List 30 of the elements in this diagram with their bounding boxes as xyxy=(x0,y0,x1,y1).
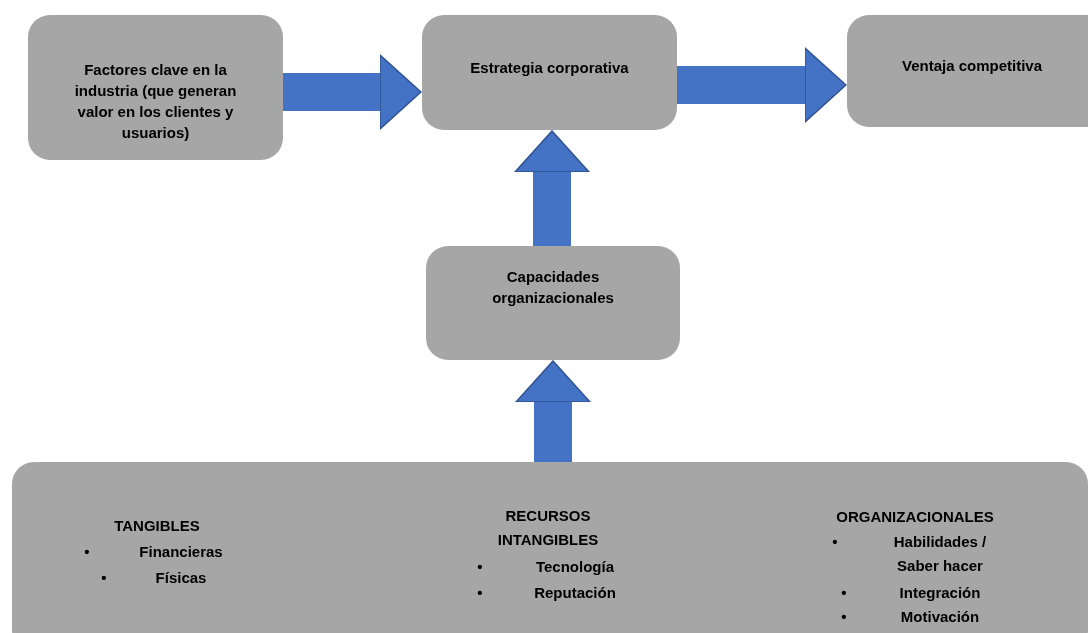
bullet-marker: • xyxy=(476,583,484,603)
process-box xyxy=(847,15,1088,127)
list-item: Tecnología xyxy=(534,557,616,577)
list-item: Integración xyxy=(898,583,982,603)
box-label: Capacidades organizacionales xyxy=(491,267,615,308)
category-heading: RECURSOS INTANGIBLES xyxy=(496,506,600,550)
block-arrow xyxy=(283,54,422,130)
bullet-marker: • xyxy=(840,583,848,603)
category-heading: TANGIBLES xyxy=(113,516,201,536)
category-heading: ORGANIZACIONALES xyxy=(835,507,995,527)
process-box xyxy=(422,15,677,130)
resources-panel xyxy=(12,462,1088,633)
list-item: Financieras xyxy=(138,542,224,562)
bullet-marker: • xyxy=(831,532,839,552)
box-label: Ventaja competitiva xyxy=(900,56,1044,76)
process-box xyxy=(426,246,680,360)
box-label: Factores clave en la industria (que generan valor en los clientes y usuarios) xyxy=(73,60,238,143)
list-item: Motivación xyxy=(899,607,981,627)
box-label: Estrategia corporativa xyxy=(469,58,630,78)
process-box xyxy=(28,15,283,160)
list-item: Habilidades / Saber hacer xyxy=(892,532,988,576)
bullet-marker: • xyxy=(840,607,848,627)
bullet-marker: • xyxy=(476,557,484,577)
block-arrow xyxy=(515,360,591,462)
list-item: Físicas xyxy=(154,568,208,588)
list-item: Reputación xyxy=(533,583,617,603)
block-arrow xyxy=(677,47,847,123)
bullet-marker: • xyxy=(100,568,108,588)
block-arrow xyxy=(514,130,590,246)
bullet-marker: • xyxy=(83,542,91,562)
